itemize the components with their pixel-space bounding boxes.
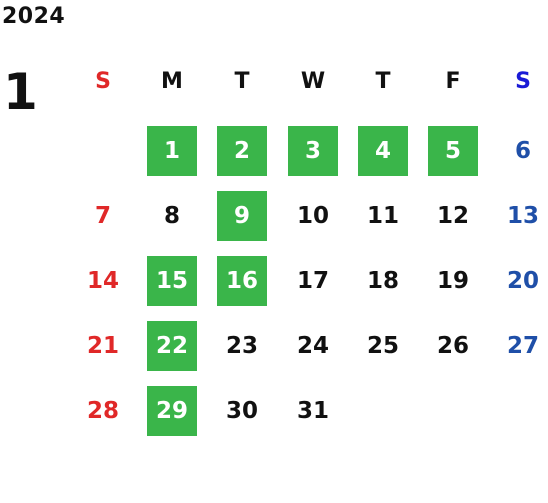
calendar-day[interactable]: 1 [147,126,197,176]
calendar-day[interactable]: 26 [436,333,469,359]
calendar-day[interactable]: 9 [217,191,267,241]
calendar-day[interactable]: 4 [358,126,408,176]
calendar-day[interactable]: 5 [428,126,478,176]
calendar-day[interactable]: 22 [147,321,197,371]
calendar-day[interactable]: 14 [86,268,119,294]
calendar-day[interactable]: 29 [147,386,197,436]
weekday-header: W [300,68,326,94]
month-number: 1 [3,63,38,121]
weekday-header: S [95,68,111,94]
calendar-day[interactable]: 21 [86,333,119,359]
calendar-day[interactable]: 2 [217,126,267,176]
calendar-day[interactable]: 3 [288,126,338,176]
calendar-day[interactable]: 10 [296,203,329,229]
calendar-day[interactable]: 6 [514,138,531,164]
calendar-day[interactable]: 12 [436,203,469,229]
calendar-day[interactable]: 27 [506,333,539,359]
calendar-day[interactable]: 24 [296,333,329,359]
weekday-header: M [161,68,183,94]
calendar-day[interactable]: 19 [436,268,469,294]
calendar-day[interactable]: 8 [163,203,180,229]
calendar-day[interactable]: 11 [366,203,399,229]
calendar-day[interactable]: 31 [296,398,329,424]
weekday-header: T [234,68,250,94]
weekday-header: T [375,68,391,94]
year-label: 2024 [2,4,66,29]
calendar-day[interactable]: 25 [366,333,399,359]
weekday-header: F [445,68,461,94]
weekday-header: S [515,68,531,94]
calendar-day[interactable]: 20 [506,268,539,294]
calendar-day[interactable]: 30 [225,398,258,424]
calendar-day[interactable]: 18 [366,268,399,294]
calendar-day[interactable]: 16 [217,256,267,306]
calendar-day[interactable]: 7 [94,203,111,229]
calendar-day[interactable]: 28 [86,398,119,424]
calendar-day[interactable]: 15 [147,256,197,306]
calendar-day[interactable]: 17 [296,268,329,294]
calendar-day[interactable]: 13 [506,203,539,229]
calendar-day[interactable]: 23 [225,333,258,359]
